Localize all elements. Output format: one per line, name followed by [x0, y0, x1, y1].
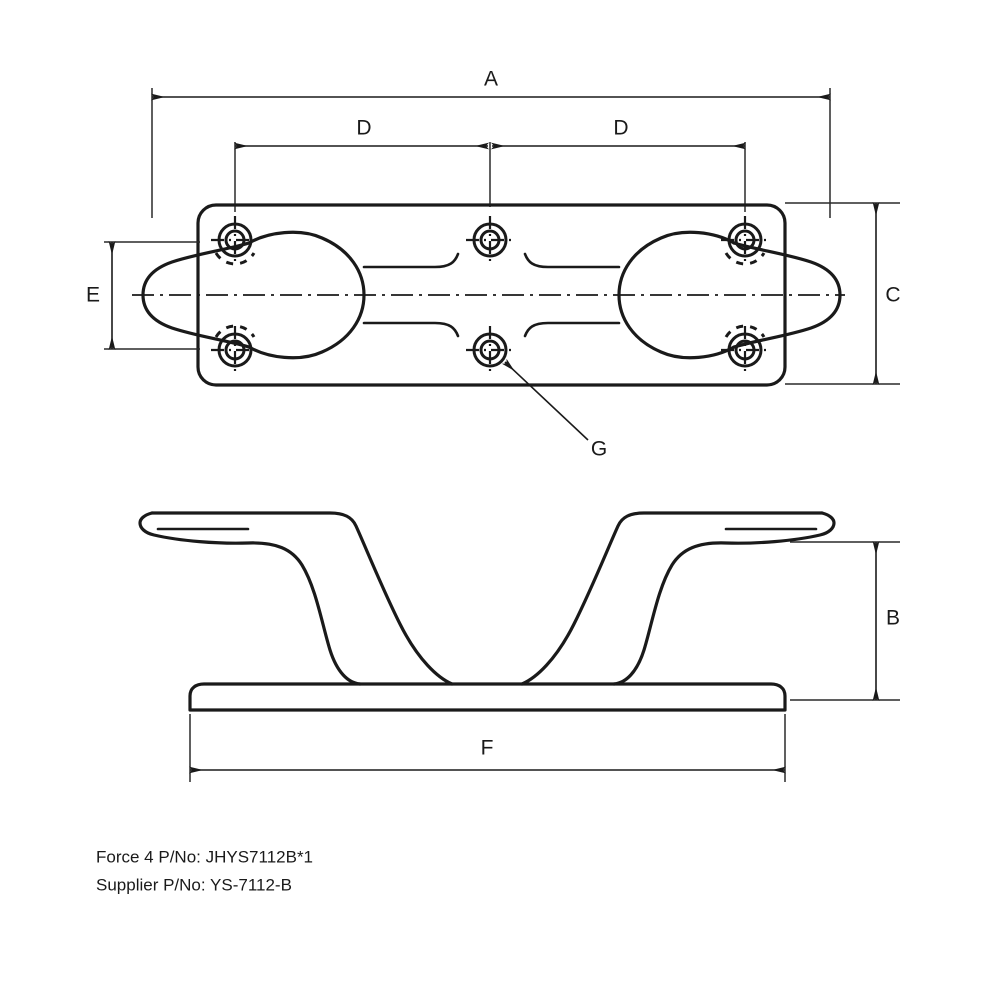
side-right-horn-underside [612, 511, 836, 686]
dim-label-d-right: D [613, 117, 628, 140]
force4-part-number: Force 4 P/No: JHYS7112B*1 [96, 847, 313, 866]
leader-line-g [501, 358, 589, 441]
bolt-hole-bottom-right [721, 324, 769, 374]
right-horn-group [523, 230, 842, 360]
right-horn-neck-upper [523, 252, 621, 269]
side-view-group: B F [138, 511, 900, 782]
bolt-hole-inner-circle [479, 229, 501, 251]
bolt-hole-outer-circle [217, 222, 253, 258]
side-right-horn-top [520, 511, 824, 686]
bolt-hole-outer-circle [727, 332, 763, 368]
left-horn-neck-lower [362, 321, 460, 338]
right-horn-neck-lower [523, 321, 621, 338]
bolt-hole-bottom-center [466, 326, 514, 374]
bolt-hole-inner-circle [734, 229, 756, 251]
left-horn-nose [141, 241, 251, 349]
top-view-group: A D D [86, 68, 901, 461]
bolt-hole-outer-circle [217, 332, 253, 368]
left-horn-neck-upper [362, 252, 460, 269]
bolt-hole-bottom-left [211, 324, 259, 374]
bolt-hole-inner-circle [479, 339, 501, 361]
bolt-hole-countersink-arc [214, 324, 256, 338]
bolt-hole-countersink-arc [724, 324, 766, 338]
dim-label-e: E [86, 284, 100, 307]
dim-label-g: G [591, 438, 607, 461]
left-horn-group [141, 230, 460, 360]
dim-label-a: A [484, 68, 498, 91]
dim-label-c: C [885, 284, 900, 307]
side-left-horn-top [150, 511, 454, 686]
left-horn-body-right [247, 230, 366, 360]
dim-label-f: F [481, 737, 494, 760]
bolt-hole-countersink-arc [214, 252, 256, 266]
bolt-hole-top-left [211, 216, 259, 266]
bolt-hole-top-right [721, 216, 769, 266]
bolt-hole-inner-circle [734, 339, 756, 361]
bolt-hole-outer-circle [472, 332, 508, 368]
bolt-hole-inner-circle [224, 229, 246, 251]
bolt-hole-countersink-arc [724, 252, 766, 266]
right-horn-nose [732, 241, 842, 349]
bolt-hole-top-center [466, 216, 514, 264]
bolt-hole-outer-circle [727, 222, 763, 258]
footer-block: Force 4 P/No: JHYS7112B*1 Supplier P/No:… [96, 847, 313, 894]
bolt-hole-outer-circle [472, 222, 508, 258]
supplier-part-number: Supplier P/No: YS-7112-B [96, 875, 292, 894]
side-left-horn-underside [138, 511, 362, 686]
side-view-base-plate [188, 682, 787, 712]
right-horn-body-left [617, 230, 736, 360]
dim-label-b: B [886, 607, 900, 630]
bolt-hole-inner-circle [224, 339, 246, 361]
dim-label-d-left: D [356, 117, 371, 140]
